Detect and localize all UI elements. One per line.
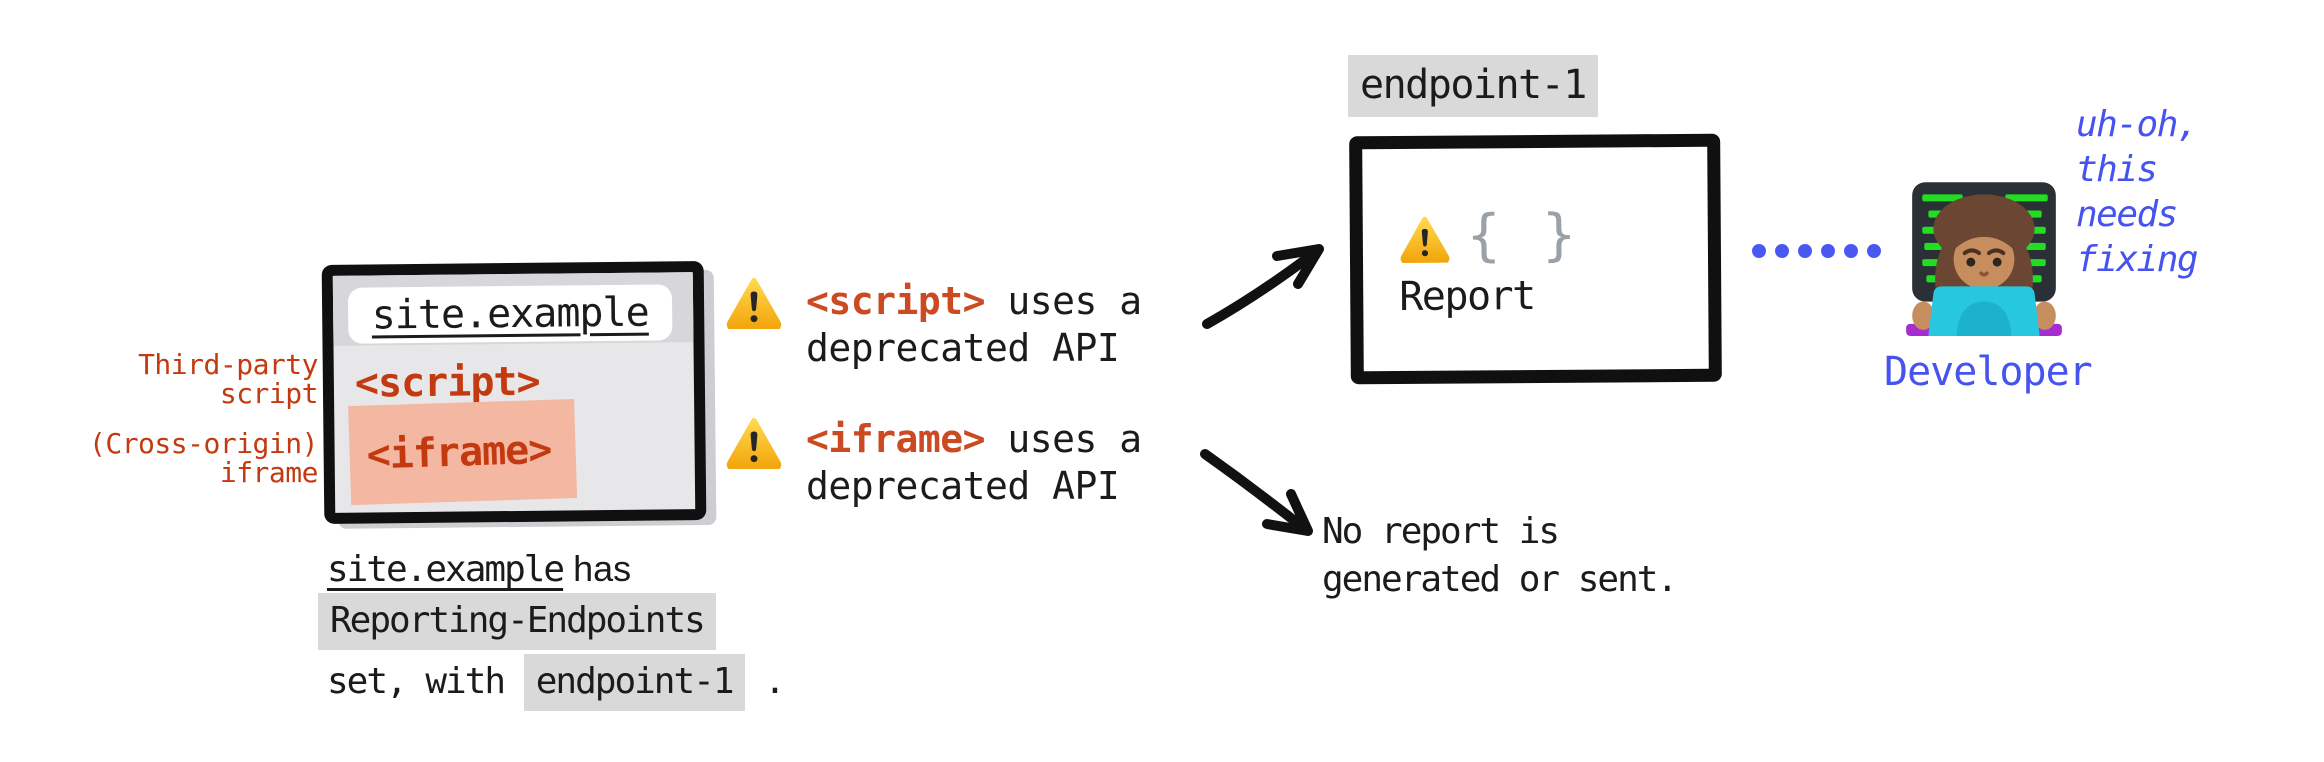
- dotted-connector: [1752, 244, 1881, 258]
- endpoint-label: endpoint-1: [1348, 55, 1598, 117]
- warning-icon: [1399, 212, 1451, 266]
- browser-window: site.example <script> <iframe>: [321, 261, 707, 524]
- arrow-to-no-report-icon: [1195, 442, 1330, 551]
- warning-script-tag: <script>: [806, 279, 986, 323]
- iframe-tag: <iframe>: [365, 426, 552, 479]
- cross-origin-iframe-label: (Cross-origin) iframe: [88, 427, 319, 489]
- window-topbar: site.example: [332, 272, 694, 346]
- arrow-to-endpoint-icon: [1195, 232, 1335, 341]
- no-report-text: No report is generated or sent.: [1322, 511, 1678, 600]
- endpoint-box: { } Report: [1349, 133, 1722, 385]
- iframe-highlight: <iframe>: [348, 399, 578, 506]
- script-warning-text: <script> uses a deprecated API: [806, 279, 1142, 370]
- caption-site: site.example: [327, 549, 565, 590]
- json-braces-icon: { }: [1466, 202, 1581, 269]
- url-bar: site.example: [347, 284, 673, 344]
- developer-label: Developer: [1884, 349, 2093, 395]
- caption-reporting-endpoints: Reporting-Endpoints: [318, 593, 716, 650]
- caption-endpoint-1: endpoint-1: [523, 654, 745, 711]
- iframe-warning-text: <iframe> uses a deprecated API: [806, 417, 1142, 508]
- woman-technologist-emoji: [1898, 166, 2070, 342]
- developer-speech: uh-oh, this needs fixing: [2076, 104, 2199, 280]
- warning-icon: [725, 274, 783, 333]
- third-party-script-label: Third-party script: [138, 348, 318, 410]
- script-tag: <script>: [354, 358, 540, 407]
- url-text: site.example: [371, 289, 649, 339]
- warning-iframe-tag: <iframe>: [806, 417, 986, 461]
- caption-line-3: set, with endpoint-1 .: [327, 654, 786, 711]
- report-text: Report: [1399, 273, 1535, 320]
- caption-line-2: Reporting-Endpoints: [318, 593, 716, 650]
- warning-icon: [725, 414, 783, 473]
- caption-has: has: [563, 548, 632, 589]
- caption-line-1: site.example has: [327, 548, 631, 590]
